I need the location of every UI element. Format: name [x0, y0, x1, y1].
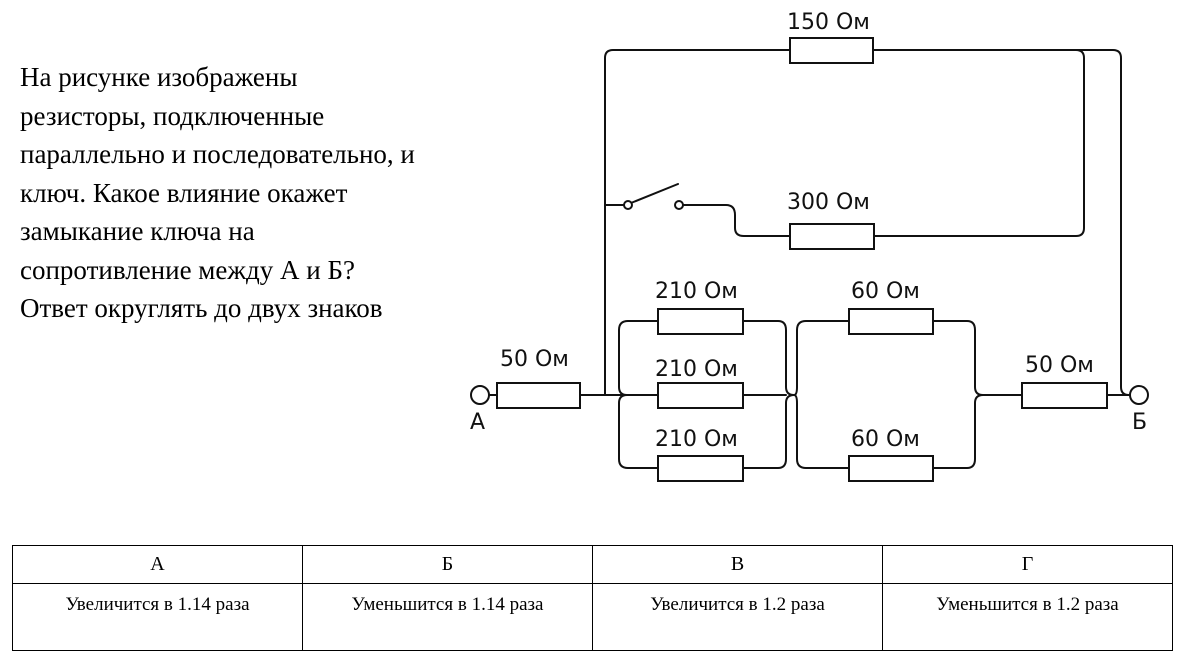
- question-line: резисторы, подключенные: [20, 100, 325, 131]
- switch-contact-left: [623, 200, 633, 210]
- question-line: На рисунке изображены: [20, 62, 298, 92]
- switch-contact-right: [674, 200, 684, 210]
- answer-option[interactable]: Увеличится в 1.14 раза: [12, 583, 303, 651]
- question-line: сопротивление между А и Б?: [20, 254, 355, 285]
- resistor-label: 210 Ом: [655, 357, 738, 382]
- resistor-60-top: [848, 308, 934, 335]
- resistor-label: 60 Ом: [851, 279, 920, 304]
- answer-header-row: А Б В Г: [12, 545, 1173, 584]
- answer-header: А: [12, 545, 303, 584]
- answer-header: В: [592, 545, 883, 584]
- answer-option[interactable]: Увеличится в 1.2 раза: [592, 583, 883, 651]
- resistor-label: 300 Ом: [787, 190, 870, 215]
- resistor-label: 50 Ом: [1025, 353, 1094, 378]
- resistor-60-bottom: [848, 455, 934, 482]
- circuit-wires: [488, 49, 1130, 469]
- resistor-label: 150 Ом: [787, 10, 870, 35]
- terminal-a: [470, 385, 490, 405]
- answer-option[interactable]: Уменьшится в 1.2 раза: [882, 583, 1173, 651]
- resistor-label: 60 Ом: [851, 427, 920, 452]
- answer-option[interactable]: Уменьшится в 1.14 раза: [302, 583, 593, 651]
- resistor-150: [789, 37, 874, 64]
- resistor-210-bottom: [657, 455, 744, 482]
- resistor-label: 210 Ом: [655, 279, 738, 304]
- resistor-210-middle: [657, 382, 744, 409]
- question-line: параллельно и последовательно, и: [20, 139, 415, 169]
- question-text: На рисунке изображены резисторы, подключ…: [20, 58, 500, 328]
- answer-table: А Б В Г Увеличится в 1.14 раза Уменьшитс…: [12, 545, 1173, 651]
- question-line: Ответ округлять до двух знаков: [20, 293, 383, 323]
- resistor-210-top: [657, 308, 744, 335]
- circuit-diagram: А Б 150 Ом 300 Ом 210 Ом 210 Ом 210 Ом 6…: [470, 10, 1149, 482]
- answer-header: Г: [882, 545, 1173, 584]
- question-line: замыкание ключа на: [20, 216, 255, 246]
- resistor-50-right: [1021, 382, 1108, 409]
- answer-values-row: Увеличится в 1.14 раза Уменьшится в 1.14…: [12, 583, 1173, 651]
- resistor-label: 50 Ом: [500, 347, 569, 372]
- question-line: ключ. Какое влияние окажет: [20, 177, 348, 208]
- resistor-label: 210 Ом: [655, 427, 738, 452]
- resistor-300: [789, 223, 875, 250]
- resistor-50-left: [496, 382, 581, 409]
- terminal-b: [1129, 385, 1149, 405]
- answer-header: Б: [302, 545, 593, 584]
- terminal-b-label: Б: [1132, 410, 1147, 435]
- terminal-a-label: А: [470, 410, 485, 435]
